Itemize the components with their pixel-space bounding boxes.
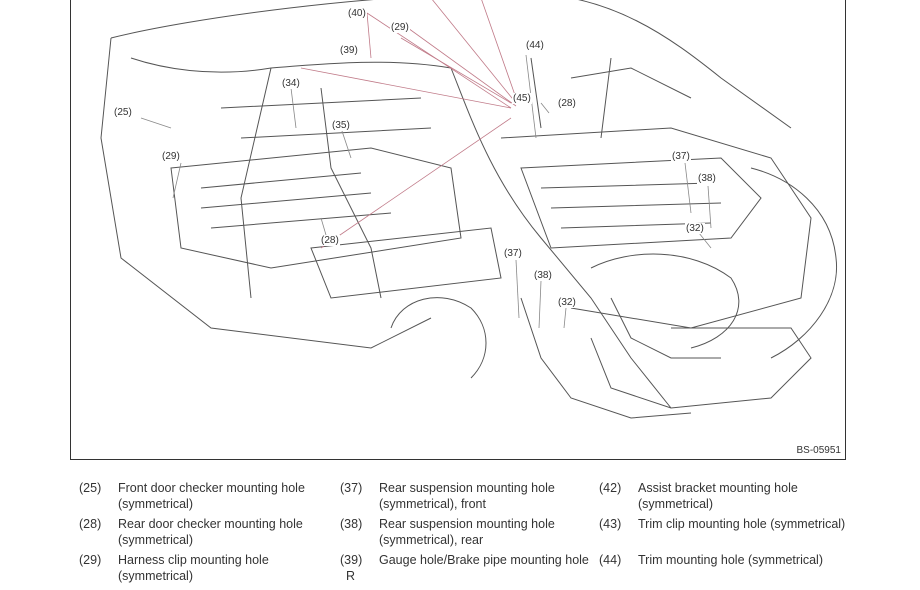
legend-number: (43)	[599, 517, 622, 531]
callout-label: (38)	[533, 270, 553, 281]
legend-number-value: (39)	[340, 553, 363, 567]
callout-label: (29)	[390, 22, 410, 33]
legend-description: Trim clip mounting hole (symmetrical)	[638, 517, 846, 531]
callout-label: (37)	[503, 248, 523, 259]
legend-number: (38)	[340, 517, 363, 531]
callout-label: (34)	[281, 78, 301, 89]
callout-label: (29)	[161, 151, 181, 162]
legend-number: (44)	[599, 553, 622, 567]
legend-description: Harness clip mounting hole (symmetrical)	[118, 553, 269, 583]
car-body-drawing	[100, 0, 838, 419]
callout-label: (40)	[347, 8, 367, 19]
legend-number: (28)	[79, 517, 102, 531]
callout-label: (37)	[671, 151, 691, 162]
legend-number: (37)	[340, 481, 363, 495]
callout-label: (28)	[320, 235, 340, 246]
callout-label: (35)	[331, 120, 351, 131]
callout-label: (28)	[557, 98, 577, 109]
legend-number: (29)	[79, 553, 102, 567]
legend-number: (42)	[599, 481, 622, 495]
callout-label: (38)	[697, 173, 717, 184]
legend-description: Trim mounting hole (symmetrical)	[638, 553, 823, 567]
legend-number: (39) R	[340, 552, 380, 584]
callout-label: (32)	[685, 223, 705, 234]
legend-description: Front door checker mounting hole (symmet…	[118, 481, 305, 511]
figure-frame: (40) (29) (39) (44) (34) (25) (45) (28) …	[70, 0, 846, 460]
callout-label: (44)	[525, 40, 545, 51]
legend-number-suffix: R	[346, 569, 356, 583]
figure-id-label: BS-05951	[796, 445, 841, 456]
callout-label: (25)	[113, 107, 133, 118]
callout-label: (39)	[339, 45, 359, 56]
callout-label: (45)	[512, 93, 532, 104]
legend-description: Rear suspension mounting hole (symmetric…	[379, 481, 555, 511]
legend-description: Assist bracket mounting hole (symmetrica…	[638, 481, 798, 511]
legend-description: Gauge hole/Brake pipe mounting hole	[379, 553, 589, 567]
legend: (25) Front door checker mounting hole (s…	[0, 478, 920, 590]
callout-label: (32)	[557, 297, 577, 308]
legend-description: Rear suspension mounting hole (symmetric…	[379, 517, 555, 547]
legend-number: (25)	[79, 481, 102, 495]
legend-description: Rear door checker mounting hole (symmetr…	[118, 517, 303, 547]
